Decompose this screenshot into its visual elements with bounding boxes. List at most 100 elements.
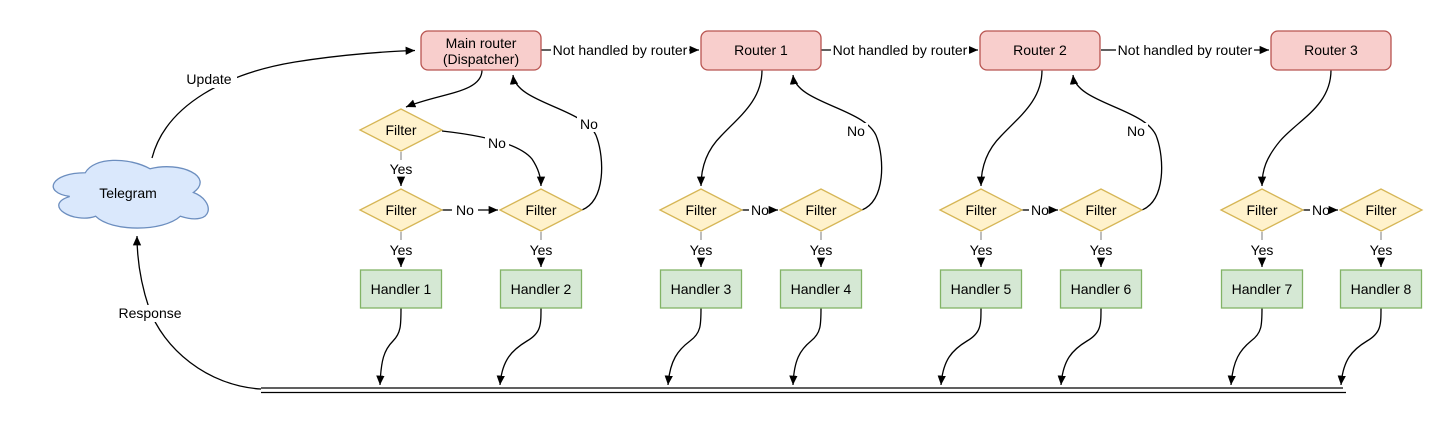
edge-label-no: No xyxy=(456,202,474,218)
edge-handler4-to-bus xyxy=(789,307,822,386)
node-filter-dispatcher-top: Filter xyxy=(358,108,444,152)
handler-shape xyxy=(659,269,743,309)
handler-shape xyxy=(1220,269,1304,309)
node-filter-router3-left: Filter xyxy=(1219,188,1305,232)
handler-label: Handler 6 xyxy=(1071,281,1132,297)
node-router-1: Router 1 xyxy=(700,30,822,71)
edge-filter-m2-no-return xyxy=(509,74,603,211)
edge-router1-to-filter xyxy=(696,69,763,187)
node-handler-2: Handler 2 xyxy=(499,269,583,309)
svg-text:No: No xyxy=(580,116,598,132)
handler-shape xyxy=(1339,269,1423,309)
edge-label-no: No xyxy=(1124,123,1148,139)
edge-label-no: No xyxy=(1312,202,1330,218)
edge-label-yes: Yes xyxy=(1370,242,1393,258)
filter-label: Filter xyxy=(805,202,836,218)
node-router-3: Router 3 xyxy=(1270,30,1392,71)
edge-label-yes: Yes xyxy=(1090,242,1113,258)
edge-handler8-to-bus xyxy=(1337,307,1382,386)
edge-label-yes: Yes xyxy=(810,242,833,258)
node-handler-5: Handler 5 xyxy=(939,269,1023,309)
edge-router2-to-filter xyxy=(976,69,1043,187)
node-main-router: Main router (Dispatcher) xyxy=(420,30,542,71)
filter-shape xyxy=(1338,188,1424,232)
filter-shape xyxy=(1058,188,1144,232)
svg-text:Not handled by router: Not handled by router xyxy=(1118,42,1253,58)
cloud-shape xyxy=(52,159,209,229)
edge-dispatcher-to-filter-a xyxy=(405,69,483,108)
filter-label: Filter xyxy=(1246,202,1277,218)
edge-router3-to-filter xyxy=(1257,69,1332,187)
router-1-label: Router 1 xyxy=(734,42,788,58)
edge-label-yes: Yes xyxy=(1251,242,1274,258)
filter-label: Filter xyxy=(385,122,416,138)
handler-shape xyxy=(1059,269,1143,309)
handler-label: Handler 1 xyxy=(371,281,432,297)
filter-label: Filter xyxy=(685,202,716,218)
filter-label: Filter xyxy=(1085,202,1116,218)
edge-update xyxy=(151,46,416,159)
node-filter-dispatcher-left: Filter xyxy=(358,188,444,232)
filter-label: Filter xyxy=(1365,202,1396,218)
edge-label-no: No xyxy=(577,116,601,132)
svg-text:No: No xyxy=(488,135,506,151)
handler-label: Handler 7 xyxy=(1232,281,1293,297)
node-telegram-cloud: Telegram xyxy=(52,159,209,229)
handler-label: Handler 2 xyxy=(511,281,572,297)
router-1-shape xyxy=(700,30,822,71)
main-router-label-line1: Main router xyxy=(446,35,517,51)
filter-shape xyxy=(938,188,1024,232)
svg-text:No: No xyxy=(1127,123,1145,139)
node-filter-router3-right: Filter xyxy=(1338,188,1424,232)
handler-shape xyxy=(779,269,863,309)
edge-filter-12-no-return xyxy=(789,74,883,211)
handler-label: Handler 3 xyxy=(671,281,732,297)
handler-shape xyxy=(499,269,583,309)
node-handler-6: Handler 6 xyxy=(1059,269,1143,309)
node-handler-8: Handler 8 xyxy=(1339,269,1423,309)
edge-filter-22-no-return xyxy=(1069,74,1163,211)
edge-label-update: Update xyxy=(181,71,237,88)
filter-shape xyxy=(358,108,444,152)
svg-text:Response: Response xyxy=(118,305,181,321)
edge-handler2-to-bus xyxy=(496,307,542,386)
edge-label-yes: Yes xyxy=(390,161,413,177)
node-filter-router2-right: Filter xyxy=(1058,188,1144,232)
filter-label: Filter xyxy=(525,202,556,218)
node-filter-router2-left: Filter xyxy=(938,188,1024,232)
svg-text:Not handled by router: Not handled by router xyxy=(833,42,968,58)
edge-handler6-to-bus xyxy=(1057,307,1102,386)
filter-label: Filter xyxy=(965,202,996,218)
node-filter-router1-left: Filter xyxy=(658,188,744,232)
node-filter-router1-right: Filter xyxy=(778,188,864,232)
edge-label-no: No xyxy=(751,202,769,218)
edge-label-response: Response xyxy=(114,305,186,322)
node-router-2: Router 2 xyxy=(979,30,1101,71)
filter-shape xyxy=(778,188,864,232)
node-handler-1: Handler 1 xyxy=(359,269,443,309)
filter-shape xyxy=(358,188,444,232)
svg-text:Not handled by router: Not handled by router xyxy=(553,42,688,58)
handler-shape xyxy=(939,269,1023,309)
cloud-label: Telegram xyxy=(99,185,157,201)
edge-label-not-handled-1: Not handled by router xyxy=(551,42,689,59)
node-filter-dispatcher-right: Filter xyxy=(498,188,584,232)
handler-label: Handler 5 xyxy=(951,281,1012,297)
edge-label-no: No xyxy=(1031,202,1049,218)
router-2-shape xyxy=(979,30,1101,71)
edge-handler7-to-bus xyxy=(1227,307,1263,386)
edge-handler3-to-bus xyxy=(664,307,702,386)
handler-label: Handler 8 xyxy=(1351,281,1412,297)
main-router-label-line2: (Dispatcher) xyxy=(443,51,519,67)
router-3-label: Router 3 xyxy=(1304,42,1358,58)
edge-label-no: No xyxy=(485,135,509,151)
edge-handler1-to-bus xyxy=(376,307,402,386)
edge-label-yes: Yes xyxy=(390,242,413,258)
node-handler-3: Handler 3 xyxy=(659,269,743,309)
node-handler-7: Handler 7 xyxy=(1220,269,1304,309)
edge-label-yes: Yes xyxy=(690,242,713,258)
main-router-shape xyxy=(420,30,542,71)
edge-label-yes: Yes xyxy=(530,242,553,258)
handler-shape xyxy=(359,269,443,309)
